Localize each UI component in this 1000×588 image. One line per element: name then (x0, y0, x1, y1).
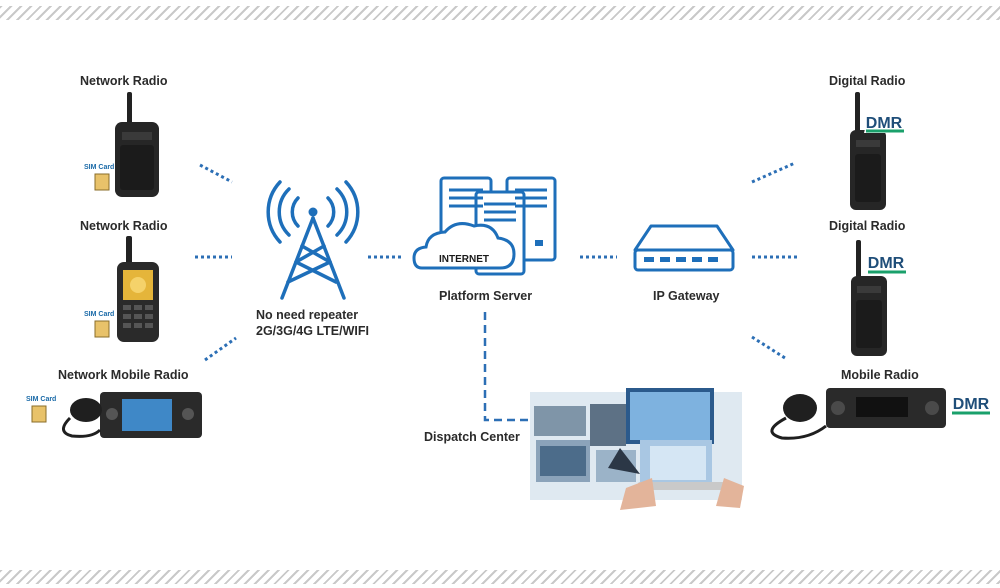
dmr-badge-1: DMR (864, 115, 904, 133)
link-network-radio-1 (199, 163, 233, 184)
sim-card-label-1: SIM Card (84, 164, 115, 171)
cell-tower-icon (266, 180, 360, 300)
dmr-text-3: DMR (953, 396, 990, 413)
digital-radio-2-icon (851, 240, 887, 356)
mobile-radio-label: Mobile Radio (841, 368, 919, 382)
network-radio-label-1: Network Radio (80, 74, 168, 88)
digital-radio-label-2: Digital Radio (829, 219, 906, 233)
tower-caption-line1: No need repeater (256, 308, 359, 322)
digital-radio-icon (850, 92, 886, 210)
sim-card-label-2: SIM Card (84, 311, 115, 318)
right-links (751, 161, 797, 360)
network-mobile-radio-icon (31, 392, 202, 438)
dispatch-center-picture (530, 388, 744, 510)
dmr-text-2: DMR (868, 255, 905, 272)
link-digital-radio-1 (751, 161, 796, 184)
link-server-dispatch (483, 312, 538, 422)
dispatch-center-label: Dispatch Center (424, 430, 520, 444)
left-links (195, 163, 617, 362)
network-radio-label-2: Network Radio (80, 219, 168, 233)
network-radio-android-icon (94, 236, 159, 342)
internet-label: INTERNET (439, 254, 489, 265)
platform-server-icon: INTERNET (412, 176, 557, 276)
tower-caption-line2: 2G/3G/4G LTE/WIFI (256, 324, 369, 338)
top-stripe-border (0, 6, 1000, 20)
platform-server-label: Platform Server (439, 289, 533, 303)
bottom-stripe-border (0, 570, 1000, 584)
ip-gateway-icon (633, 224, 735, 272)
link-network-mobile-radio (204, 336, 237, 362)
dmr-badge-2: DMR (868, 255, 906, 274)
ip-gateway-label: IP Gateway (653, 289, 720, 303)
link-mobile-radio (751, 335, 786, 360)
dmr-text-1: DMR (866, 115, 903, 132)
mobile-radio-icon (770, 388, 946, 440)
network-mobile-radio-label: Network Mobile Radio (58, 368, 189, 382)
network-radio-icon (94, 92, 159, 197)
dmr-badge-3: DMR (952, 396, 990, 415)
digital-radio-label-1: Digital Radio (829, 74, 906, 88)
sim-card-label-3: SIM Card (26, 396, 57, 403)
